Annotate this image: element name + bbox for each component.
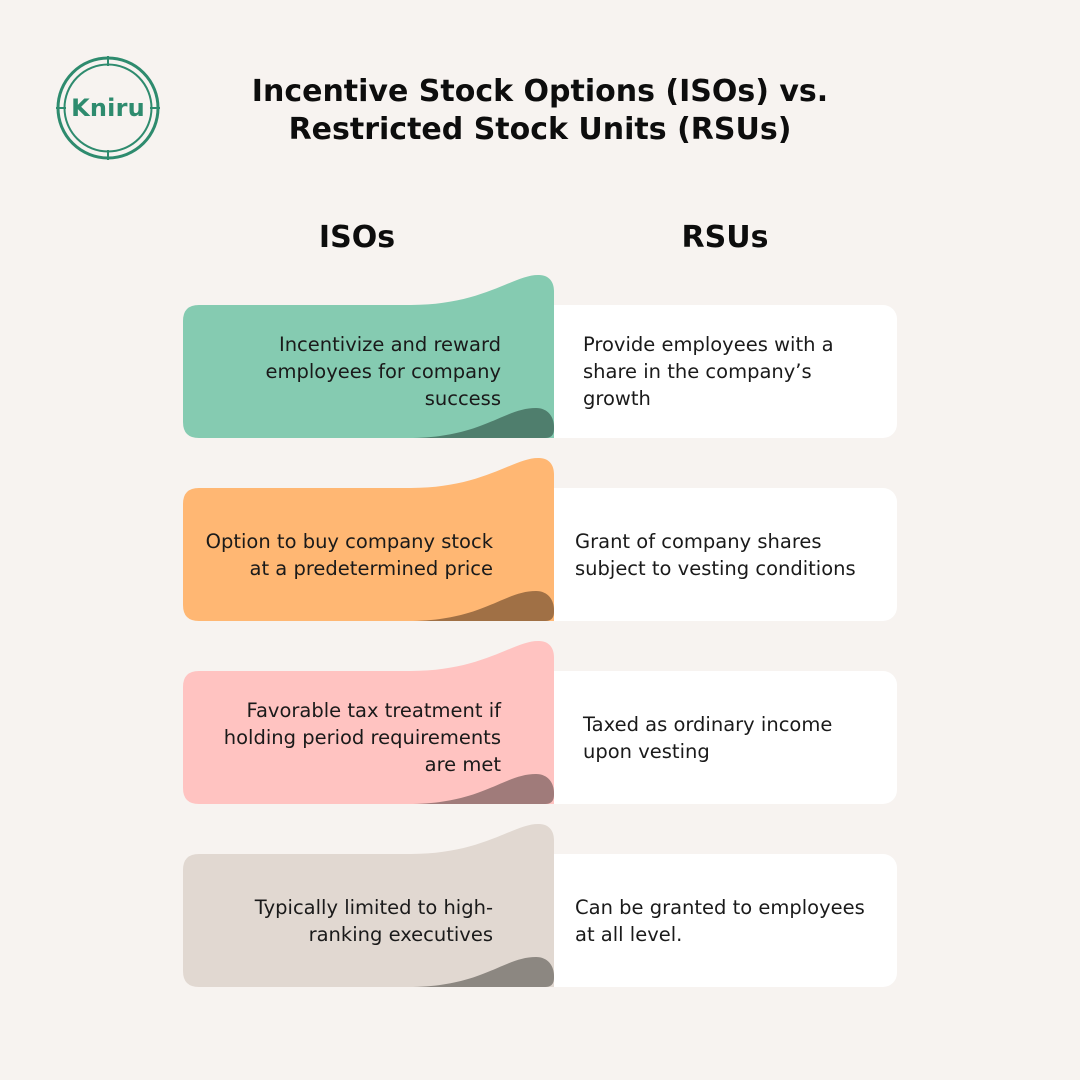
rsu-description: Taxed as ordinary income upon vesting [583,712,833,763]
row-card-shape [183,641,897,804]
comparison-row: Incentivize and reward employees for com… [183,275,897,438]
kniru-logo: Kniru [55,55,161,161]
logo-ring-icon [56,56,160,160]
rsu-card [538,305,897,438]
comparison-row: Typically limited to high-ranking execut… [183,824,897,987]
rsu-card [538,854,897,987]
comparison-row: Option to buy company stock at a predete… [183,458,897,621]
iso-card [183,458,554,621]
title-line-2: Restricted Stock Units (RSUs) [288,112,792,147]
iso-card-fold [408,957,554,987]
row-card-shape [183,824,897,987]
rsu-description: Grant of company shares subject to vesti… [575,529,856,580]
rsu-description: Can be granted to employees at all level… [575,895,865,946]
rsu-description: Provide employees with a share in the co… [583,333,834,410]
page-title: Incentive Stock Options (ISOs) vs. Restr… [200,73,880,149]
title-line-1: Incentive Stock Options (ISOs) vs. [251,74,829,109]
rsu-card [538,488,897,621]
comparison-row: Favorable tax treatment if holding perio… [183,641,897,804]
iso-card [183,275,554,438]
rsu-card [538,671,897,804]
iso-description: Favorable tax treatment if holding perio… [223,699,501,776]
row-card-shape [183,458,897,621]
iso-card-fold [408,408,554,438]
iso-card-fold [408,774,554,804]
iso-card-fold [408,591,554,621]
iso-card [183,824,554,987]
iso-description: Incentivize and reward employees for com… [265,333,502,410]
logo-text: Kniru [71,94,145,122]
iso-description: Typically limited to high-ranking execut… [254,895,493,946]
row-card-shape [183,275,897,438]
column-heading-rsus: RSUs [681,220,769,255]
iso-card [183,641,554,804]
iso-description: Option to buy company stock at a predete… [205,529,493,580]
column-heading-isos: ISOs [318,220,396,255]
